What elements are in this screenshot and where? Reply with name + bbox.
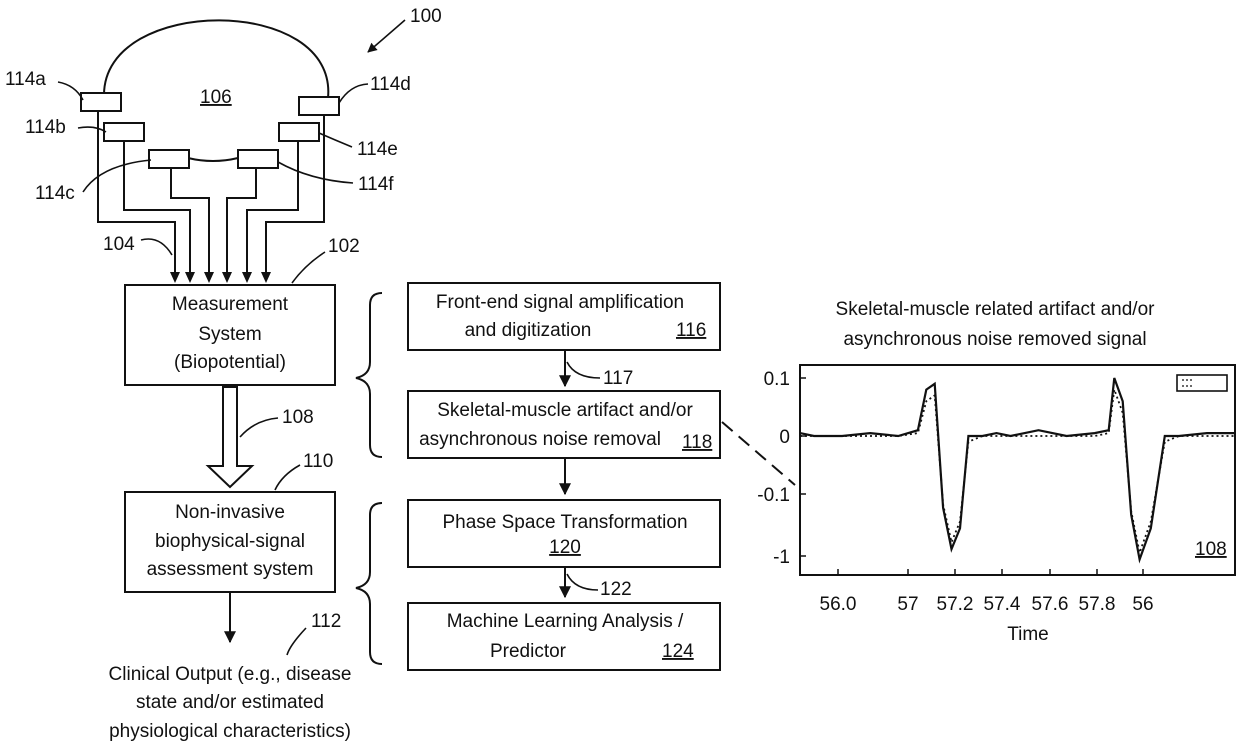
step-124-line1: Machine Learning Analysis /	[447, 611, 684, 632]
electrode-114e	[279, 123, 319, 141]
chart-x-tick-label: 57.4	[984, 594, 1021, 615]
measurement-line2: System	[198, 324, 261, 345]
chart-y-tick-label: -1	[773, 547, 790, 568]
electrode-114a	[81, 93, 121, 111]
head-base-curve	[188, 158, 238, 161]
electrode-label-a: 114a	[5, 69, 46, 90]
assessment-ref: 110	[303, 451, 333, 472]
step-116-line2: and digitization	[465, 320, 592, 341]
wires-leader	[141, 239, 172, 255]
step-118-line2: asynchronous noise removal	[419, 429, 661, 450]
electrode-114b	[104, 123, 144, 141]
output-ref: 112	[311, 611, 341, 632]
electrode-114f	[238, 150, 278, 168]
measurement-line3: (Biopotential)	[174, 352, 286, 373]
electrode-label-e: 114e	[357, 139, 398, 160]
output-leader	[287, 628, 306, 655]
chart: Skeletal-muscle related artifact and/or …	[757, 299, 1235, 645]
electrode-114c	[149, 150, 189, 168]
chart-x-tick-label: 57.8	[1079, 594, 1116, 615]
step-122: 122	[600, 579, 632, 600]
assessment-leader	[275, 465, 300, 490]
chart-y-tick-label: 0.1	[764, 369, 790, 390]
output-line1: Clinical Output (e.g., disease	[109, 664, 352, 685]
chart-x-tick-label: 56.0	[820, 594, 857, 615]
head-label: 106	[200, 87, 232, 108]
assessment-line1: Non-invasive	[175, 502, 285, 523]
leader-b	[78, 127, 106, 132]
leader-122	[567, 574, 598, 590]
electrode-label-d: 114d	[370, 74, 411, 95]
brace-upper	[356, 293, 382, 457]
electrode-label-b: 114b	[25, 117, 66, 138]
electrode-114d	[299, 97, 339, 115]
step-124-line2: Predictor	[490, 641, 567, 662]
hollow-arrow-108	[208, 387, 252, 487]
chart-plot-area	[800, 365, 1235, 575]
step-124-ref: 124	[662, 641, 694, 662]
step-117: 117	[603, 368, 633, 389]
electrode-label-c: 114c	[35, 183, 75, 204]
wires-label: 104	[103, 234, 135, 255]
chart-y-tick-label: 0	[779, 427, 790, 448]
leader-a	[58, 82, 83, 100]
step-118-ref: 118	[682, 432, 712, 453]
measurement-ref: 102	[328, 236, 360, 257]
leader-d	[339, 84, 368, 103]
leader-117	[567, 362, 600, 378]
figure-ref-arrow	[368, 20, 405, 52]
chart-x-tick-label: 57	[897, 594, 918, 615]
leader-c	[83, 160, 151, 192]
figure-ref: 100	[410, 6, 442, 27]
chart-x-label: Time	[1007, 624, 1049, 645]
step-120-line1: Phase Space Transformation	[442, 512, 687, 533]
assessment-line2: biophysical-signal	[155, 531, 305, 552]
step-120-ref: 120	[549, 537, 581, 558]
step-116-ref: 116	[676, 320, 706, 341]
arrow-leader	[240, 418, 278, 437]
output-line3: physiological characteristics)	[109, 721, 351, 742]
arrow-label: 108	[282, 407, 314, 428]
chart-legend-box	[1177, 375, 1227, 391]
chart-x-tick-label: 56	[1132, 594, 1153, 615]
leader-f	[278, 162, 353, 183]
assessment-line3: assessment system	[147, 559, 314, 580]
chart-panel-ref: 108	[1195, 539, 1227, 560]
chart-title-line2: asynchronous noise removed signal	[843, 329, 1146, 350]
chart-legend	[1177, 375, 1227, 391]
brace-lower	[356, 503, 382, 664]
measurement-leader	[292, 252, 325, 283]
wire-arrowheads	[170, 272, 271, 283]
measurement-line1: Measurement	[172, 294, 289, 315]
chart-title-line1: Skeletal-muscle related artifact and/or	[836, 299, 1156, 320]
chart-x-tick-label: 57.6	[1032, 594, 1069, 615]
step-116-line1: Front-end signal amplification	[436, 292, 684, 313]
chart-x-tick-label: 57.2	[937, 594, 974, 615]
electrode-label-f: 114f	[358, 174, 394, 195]
output-line2: state and/or estimated	[136, 692, 324, 713]
chart-y-tick-label: -0.1	[757, 485, 790, 506]
step-118-line1: Skeletal-muscle artifact and/or	[437, 400, 693, 421]
